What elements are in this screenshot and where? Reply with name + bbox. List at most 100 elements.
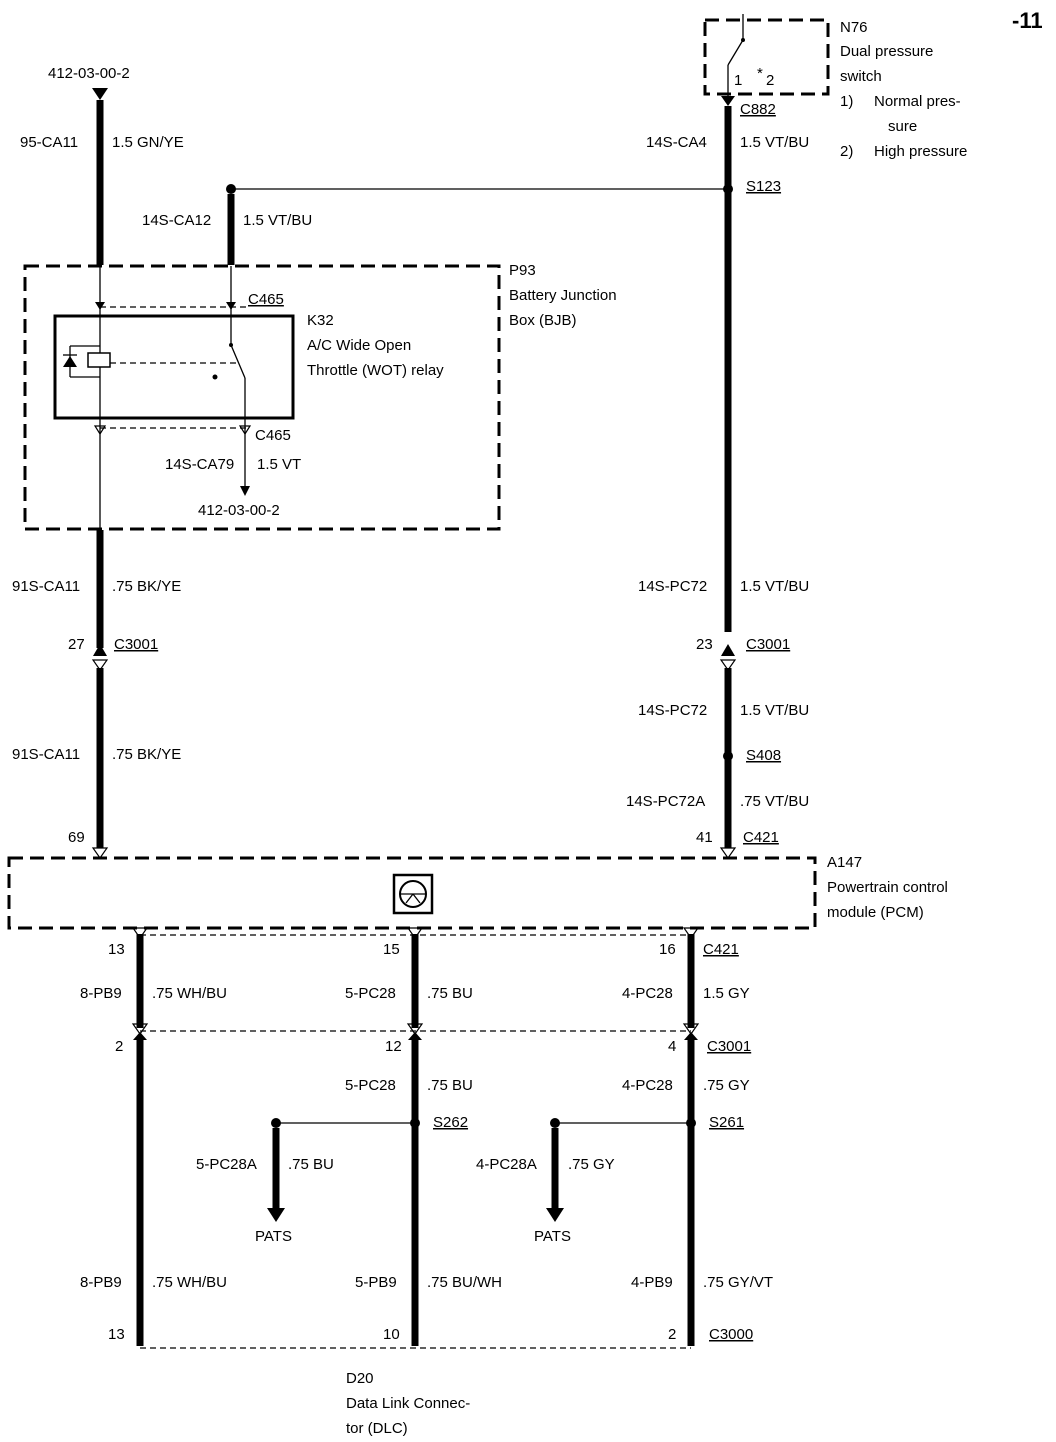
page-number: -11 (1012, 8, 1043, 33)
svg-text:*: * (757, 65, 763, 82)
wire-4-pc28-b-circuit: 4-PC28 (622, 1077, 673, 1094)
pats-left: PATS (255, 1228, 292, 1245)
splice-s408-label: S408 (746, 747, 781, 764)
n76-pin-1: 1 (734, 72, 742, 89)
p93-id: P93 (509, 262, 536, 279)
n76-legend-2-text: High pressure (874, 143, 967, 160)
c3001-right-pin: 23 (696, 636, 713, 653)
n76-legend-1-cont: sure (888, 118, 917, 135)
wire-14s-pc72-b-spec: 1.5 VT/BU (740, 702, 809, 719)
c3001-left-name: C3001 (114, 636, 158, 653)
c3000-pin-10: 10 (383, 1326, 400, 1343)
wire-14s-ca12-spec: 1.5 VT/BU (243, 212, 312, 229)
wire-14s-ca79-spec: 1.5 VT (257, 456, 301, 473)
n76-name-line1: Dual pressure (840, 43, 933, 60)
p93-name-line2: Box (BJB) (509, 312, 577, 329)
splice-dot-s123 (723, 184, 733, 194)
c421-right-pin: 41 (696, 829, 713, 846)
a147-id: A147 (827, 854, 862, 871)
ref-relay-out: 412-03-00-2 (198, 502, 280, 519)
wire-4-pb9-circuit: 4-PB9 (631, 1274, 673, 1291)
c421-out-pin-15: 15 (383, 941, 400, 958)
relay-diode-icon (63, 356, 77, 367)
splice-dot-s408 (723, 751, 733, 761)
c3001-mid-pin-4: 4 (668, 1038, 676, 1055)
pats-right: PATS (534, 1228, 571, 1245)
c465-top: C465 (248, 291, 284, 308)
wire-8-pb9-b-spec: .75 WH/BU (152, 1274, 227, 1291)
wire-95-ca11-spec: 1.5 GN/YE (112, 134, 184, 151)
wire-91s-ca11-b-spec: .75 BK/YE (112, 746, 181, 763)
splice-s261-label: S261 (709, 1114, 744, 1131)
wire-8-pb9-a-circuit: 8-PB9 (80, 985, 122, 1002)
wire-5-pb9-circuit: 5-PB9 (355, 1274, 397, 1291)
wire-4-pc28a-circuit: 4-PC28A (476, 1156, 537, 1173)
c421-left-pin: 69 (68, 829, 85, 846)
p93-bjb-box (23, 264, 501, 531)
wire-14s-pc72-a-circuit: 14S-PC72 (638, 578, 707, 595)
splice-dot-s262 (410, 1118, 420, 1128)
wire-5-pc28-a-circuit: 5-PC28 (345, 985, 396, 1002)
splice-dot-s261 (686, 1118, 696, 1128)
wire-5-pc28-b-spec: .75 BU (427, 1077, 473, 1094)
splice-dot-left (226, 184, 236, 194)
arrow-down-icon (546, 1208, 564, 1222)
c3001-right-name: C3001 (746, 636, 790, 653)
wire-14s-ca79-circuit: 14S-CA79 (165, 456, 234, 473)
c421-out-pin-13: 13 (108, 941, 125, 958)
c3000-pin-2: 2 (668, 1326, 676, 1343)
a147-name-line2: module (PCM) (827, 904, 924, 921)
wire-5-pc28a-circuit: 5-PC28A (196, 1156, 257, 1173)
c3001-mid-name: C3001 (707, 1038, 751, 1055)
wire-4-pc28-a-circuit: 4-PC28 (622, 985, 673, 1002)
wire-91s-ca11-a-spec: .75 BK/YE (112, 578, 181, 595)
c3000-pin-13: 13 (108, 1326, 125, 1343)
k32-id: K32 (307, 312, 334, 329)
wire-14s-pc72a-circuit: 14S-PC72A (626, 793, 705, 810)
arrow-down-icon (267, 1208, 285, 1222)
k32-name-line1: A/C Wide Open (307, 337, 411, 354)
c421-out-pin-16: 16 (659, 941, 676, 958)
n76-legend-2-num: 2) (840, 143, 853, 160)
n76-legend-1-num: 1) (840, 93, 853, 110)
c421-right-name: C421 (743, 829, 779, 846)
wire-8-pb9-a-spec: .75 WH/BU (152, 985, 227, 1002)
n76-dual-pressure-switch: 1 * 2 N76 Dual pressure switch 1) Normal… (703, 14, 967, 160)
k32-relay-box (53, 314, 295, 420)
wire-14s-ca4-spec: 1.5 VT/BU (740, 134, 809, 151)
wire-14s-pc72-b-circuit: 14S-PC72 (638, 702, 707, 719)
wire-5-pc28a-spec: .75 BU (288, 1156, 334, 1173)
pcm-module-icon (392, 873, 434, 915)
wire-5-pc28-a-spec: .75 BU (427, 985, 473, 1002)
c3001-mid-pin-2: 2 (115, 1038, 123, 1055)
p93-name-line1: Battery Junction (509, 287, 617, 304)
splice-s262-label: S262 (433, 1114, 468, 1131)
c465-bottom: C465 (255, 427, 291, 444)
k32-relay: C465 C465 K32 A/C Wide Open Throttle (WO… (53, 266, 444, 530)
d20-name-line1: Data Link Connec- (346, 1395, 470, 1412)
k32-name-line2: Throttle (WOT) relay (307, 362, 444, 379)
n76-legend-1-text: Normal pres- (874, 93, 961, 110)
wire-91s-ca11-b-circuit: 91S-CA11 (12, 746, 80, 763)
c3001-mid-pin-12: 12 (385, 1038, 402, 1055)
wire-91s-ca11-a-circuit: 91S-CA11 (12, 578, 80, 595)
ref-top-left: 412-03-00-2 (48, 65, 130, 82)
wire-4-pc28-b-spec: .75 GY (703, 1077, 750, 1094)
c421-out-name: C421 (703, 941, 739, 958)
wire-4-pc28a-spec: .75 GY (568, 1156, 615, 1173)
a147-name-line1: Powertrain control (827, 879, 948, 896)
wire-4-pb9-spec: .75 GY/VT (703, 1274, 773, 1291)
wire-14s-ca4-circuit: 14S-CA4 (646, 134, 707, 151)
n76-dashed-box (703, 18, 830, 96)
wire-14s-pc72a-spec: .75 VT/BU (740, 793, 809, 810)
n76-pin-2: 2 (766, 72, 774, 89)
splice-s123-label: S123 (746, 178, 781, 195)
wire-14s-ca12-circuit: 14S-CA12 (142, 212, 211, 229)
wire-8-pb9-b-circuit: 8-PB9 (80, 1274, 122, 1291)
d20-name-line2: tor (DLC) (346, 1420, 408, 1437)
n76-name-line2: switch (840, 68, 882, 85)
n76-id: N76 (840, 19, 868, 36)
a147-pcm-box (7, 856, 817, 930)
wire-95-ca11-circuit: 95-CA11 (20, 134, 78, 151)
